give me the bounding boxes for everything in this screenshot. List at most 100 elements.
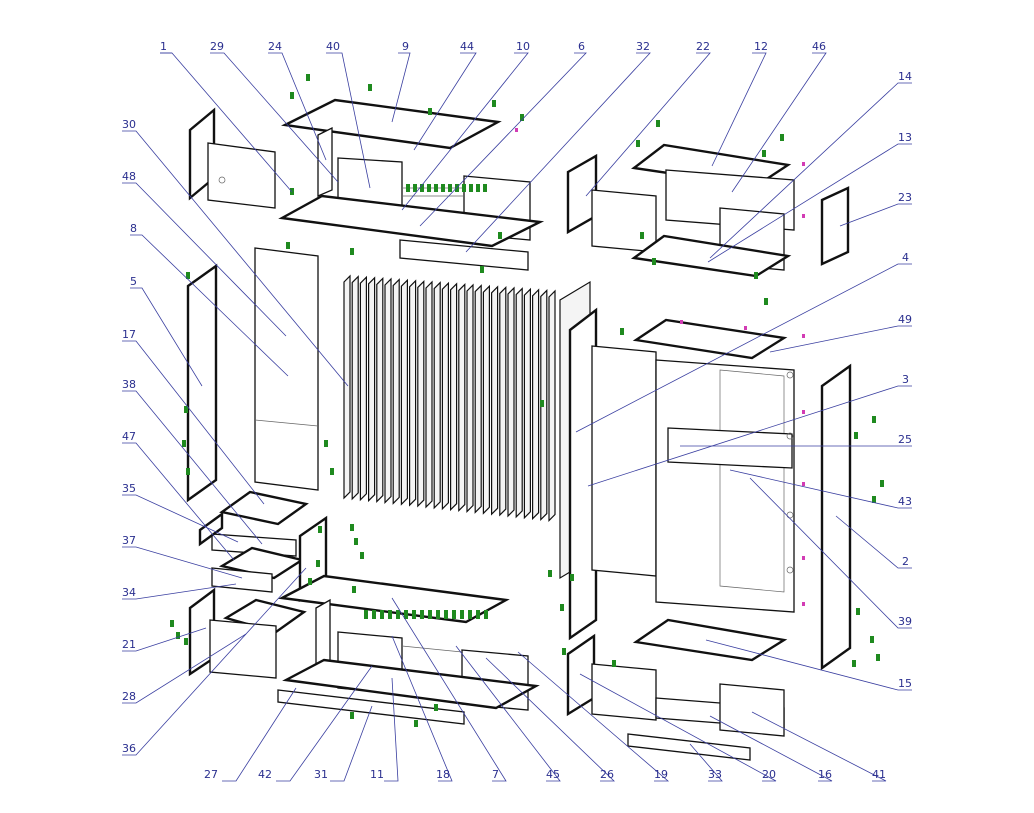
callout-16: 16 [818, 768, 832, 781]
bar-33 [627, 733, 751, 761]
green-clip [420, 184, 424, 192]
panel-20-front [591, 663, 657, 721]
green-clip [562, 648, 566, 655]
green-clip [170, 620, 174, 627]
pink-marker [802, 162, 805, 166]
callout-31: 31 [314, 768, 328, 781]
tall-panel-5 [186, 263, 218, 503]
green-clip [636, 140, 640, 147]
green-clip [476, 184, 480, 192]
callout-20: 20 [762, 768, 776, 781]
callout-9: 9 [402, 40, 409, 53]
callout-labels: 1 29 24 40 9 44 10 6 32 22 12 46 14 13 2… [122, 40, 912, 781]
callout-23: 23 [898, 191, 912, 204]
green-clip [412, 610, 416, 619]
heatsink-fin [491, 285, 499, 516]
green-clip [476, 610, 480, 619]
green-clip [872, 496, 876, 503]
green-clip [318, 526, 322, 533]
heatsink-fin [531, 288, 540, 521]
callout-46: 46 [812, 40, 826, 53]
callout-37: 37 [122, 534, 136, 547]
heatsink-fin [359, 275, 367, 502]
callout-32: 32 [636, 40, 650, 53]
callout-18: 18 [436, 768, 450, 781]
heatsink-fin [351, 275, 359, 501]
green-clip [652, 258, 656, 265]
green-clip [434, 704, 438, 711]
green-clip [448, 184, 452, 192]
green-clip [854, 432, 858, 439]
green-clip [880, 480, 884, 487]
green-clip [483, 184, 487, 192]
green-clip [764, 298, 768, 305]
green-clip [350, 248, 354, 255]
tray-47 [198, 511, 224, 547]
callout-21: 21 [122, 638, 136, 651]
green-clip [876, 654, 880, 661]
green-clip [186, 272, 190, 279]
green-clip [372, 610, 376, 619]
callout-17: 17 [122, 328, 136, 341]
callout-4: 4 [902, 251, 909, 264]
green-clip [640, 232, 644, 239]
green-clip [480, 266, 484, 273]
green-clip [762, 150, 766, 157]
green-clip [360, 552, 364, 559]
callout-30: 30 [122, 118, 136, 131]
heatsink-fin [425, 280, 433, 509]
pink-marker [802, 556, 805, 560]
green-clip [548, 570, 552, 577]
callout-22: 22 [696, 40, 710, 53]
green-clip [754, 272, 758, 279]
heatsink-fin [548, 289, 556, 522]
green-clip [612, 660, 616, 667]
bar-25 [667, 427, 793, 469]
green-clip [469, 184, 473, 192]
heatsink-fin [499, 285, 507, 517]
frame-43-window [719, 369, 785, 593]
green-clip [498, 232, 502, 239]
green-clip [620, 328, 624, 335]
green-clip [428, 108, 432, 115]
callout-15: 15 [898, 677, 912, 690]
callout-41: 41 [872, 768, 886, 781]
green-clip [434, 184, 438, 192]
callout-42: 42 [258, 768, 272, 781]
green-clip [364, 610, 368, 619]
pink-marker [802, 334, 805, 338]
heatsink-fin [376, 276, 384, 504]
green-clip [656, 120, 660, 127]
heatsink-fin [400, 278, 408, 506]
callout-27: 27 [204, 768, 218, 781]
heatsink-fin [433, 281, 441, 510]
callout-6: 6 [578, 40, 585, 53]
green-clip [186, 468, 190, 475]
callout-34: 34 [122, 586, 136, 599]
green-clip [354, 538, 358, 545]
callout-38: 38 [122, 378, 136, 391]
heatsink-fin [474, 284, 482, 514]
green-clip [286, 242, 290, 249]
panel-23 [820, 186, 850, 266]
green-clip [388, 610, 392, 619]
green-clip [182, 440, 186, 447]
pink-marker [802, 410, 805, 414]
parts-drawing [186, 98, 852, 761]
panel-28-front [209, 619, 277, 679]
green-clip [492, 100, 496, 107]
green-clip [428, 610, 432, 619]
callout-25: 25 [898, 433, 912, 446]
green-clip [306, 74, 310, 81]
callout-40: 40 [326, 40, 340, 53]
bracket-24 [317, 126, 333, 197]
heatsink-fin [384, 277, 392, 504]
callout-39: 39 [898, 615, 912, 628]
bottom-plate-6 [278, 194, 545, 248]
callout-12: 12 [754, 40, 768, 53]
callout-45: 45 [546, 768, 560, 781]
tall-panel-48 [254, 247, 319, 491]
heatsink-fin [458, 282, 466, 513]
pink-marker [744, 326, 747, 330]
callout-14: 14 [898, 70, 912, 83]
